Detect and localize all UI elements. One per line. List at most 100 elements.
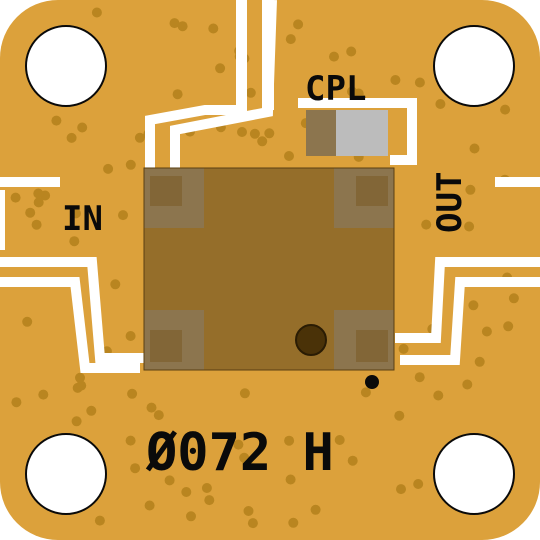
pad-inner-tr	[356, 176, 388, 206]
via-dot	[146, 402, 157, 413]
via-dot	[347, 455, 358, 466]
out-trace	[395, 257, 540, 343]
via-dot	[134, 132, 145, 143]
via-dot	[215, 63, 226, 74]
label-cpl: CPL	[305, 69, 366, 109]
via-dot	[334, 435, 345, 445]
in-trace	[0, 257, 145, 363]
via-dot	[153, 410, 164, 421]
via-dot	[144, 500, 155, 511]
via-dot	[130, 463, 141, 474]
via-dot	[127, 388, 138, 399]
via-dot	[465, 184, 476, 195]
via-dot	[31, 219, 42, 230]
component-body	[143, 167, 395, 371]
via-dot	[284, 435, 295, 446]
via-dot	[71, 416, 82, 427]
mounting-hole-icon	[25, 433, 107, 515]
via-dot	[257, 136, 268, 147]
via-dot	[239, 388, 250, 399]
via-dot	[414, 372, 425, 383]
via-dot	[414, 77, 425, 88]
via-dot	[462, 379, 473, 390]
bottom-trace-left	[0, 277, 140, 373]
bottom-trace-right	[400, 277, 540, 365]
mounting-hole-icon	[433, 25, 515, 107]
via-dot	[285, 34, 296, 45]
via-dot	[10, 192, 21, 203]
via-dot	[91, 7, 102, 18]
label-out: OUT	[430, 172, 470, 233]
via-dot	[247, 518, 258, 529]
via-dot	[22, 316, 33, 327]
via-dot	[264, 128, 275, 139]
via-dot	[237, 127, 247, 137]
mounting-hole-icon	[25, 25, 107, 107]
via-dot	[69, 236, 80, 247]
via-dot	[125, 435, 136, 446]
mounting-hole-icon	[433, 433, 515, 515]
part-marking: Ø072 H	[145, 423, 334, 483]
via-dot	[25, 207, 36, 218]
via-dot	[481, 326, 492, 337]
via-field	[10, 7, 519, 529]
via-dot	[51, 115, 62, 126]
via-dot	[169, 18, 180, 29]
via-dot	[346, 46, 357, 57]
via-dot	[38, 389, 49, 400]
via-dot	[181, 487, 192, 497]
cpl-box	[298, 98, 417, 165]
pin1-dot-icon	[365, 375, 379, 389]
via-dot	[70, 208, 81, 219]
via-dot	[164, 475, 175, 486]
via-dot	[239, 452, 250, 463]
via-dot	[464, 221, 475, 232]
cpl-component	[306, 110, 336, 156]
via-dot	[245, 87, 256, 98]
via-dot	[500, 104, 511, 115]
via-dot	[421, 219, 432, 230]
via-dot	[474, 356, 485, 367]
via-dot	[204, 495, 215, 506]
top-trace-gap	[262, 0, 274, 110]
via-dot	[94, 515, 105, 526]
via-dot	[33, 197, 44, 208]
via-dot	[503, 321, 514, 332]
via-dot	[208, 23, 219, 34]
via-dot	[103, 163, 114, 174]
via-dot	[76, 380, 87, 391]
via-dot	[177, 21, 188, 32]
via-dot	[186, 511, 196, 522]
via-dot	[110, 279, 121, 290]
pad-inner-tl	[150, 176, 182, 206]
via-dot	[288, 517, 299, 528]
via-dot	[201, 483, 212, 493]
via-dot	[347, 86, 357, 97]
via-dot	[125, 159, 136, 170]
via-dot	[394, 410, 405, 421]
via-dot	[77, 122, 88, 133]
via-dot	[11, 397, 22, 408]
pad-inner-bl	[150, 330, 182, 362]
via-dot	[86, 405, 97, 416]
via-dot	[396, 484, 406, 495]
via-dot	[360, 387, 371, 398]
via-dot	[310, 504, 321, 515]
top-trace-left	[236, 0, 246, 110]
via-dot	[249, 128, 260, 139]
via-dot	[66, 132, 77, 143]
via-dot	[243, 506, 254, 516]
via-dot	[398, 343, 409, 354]
via-dot	[468, 300, 479, 311]
via-dot	[508, 293, 519, 304]
via-dot	[433, 390, 444, 401]
pad-inner-br	[356, 330, 388, 362]
trace-layer	[0, 0, 540, 368]
via-dot	[413, 479, 424, 489]
via-dot	[293, 19, 304, 30]
label-in: IN	[62, 199, 103, 239]
via-dot	[172, 89, 183, 100]
via-dot	[435, 99, 446, 109]
